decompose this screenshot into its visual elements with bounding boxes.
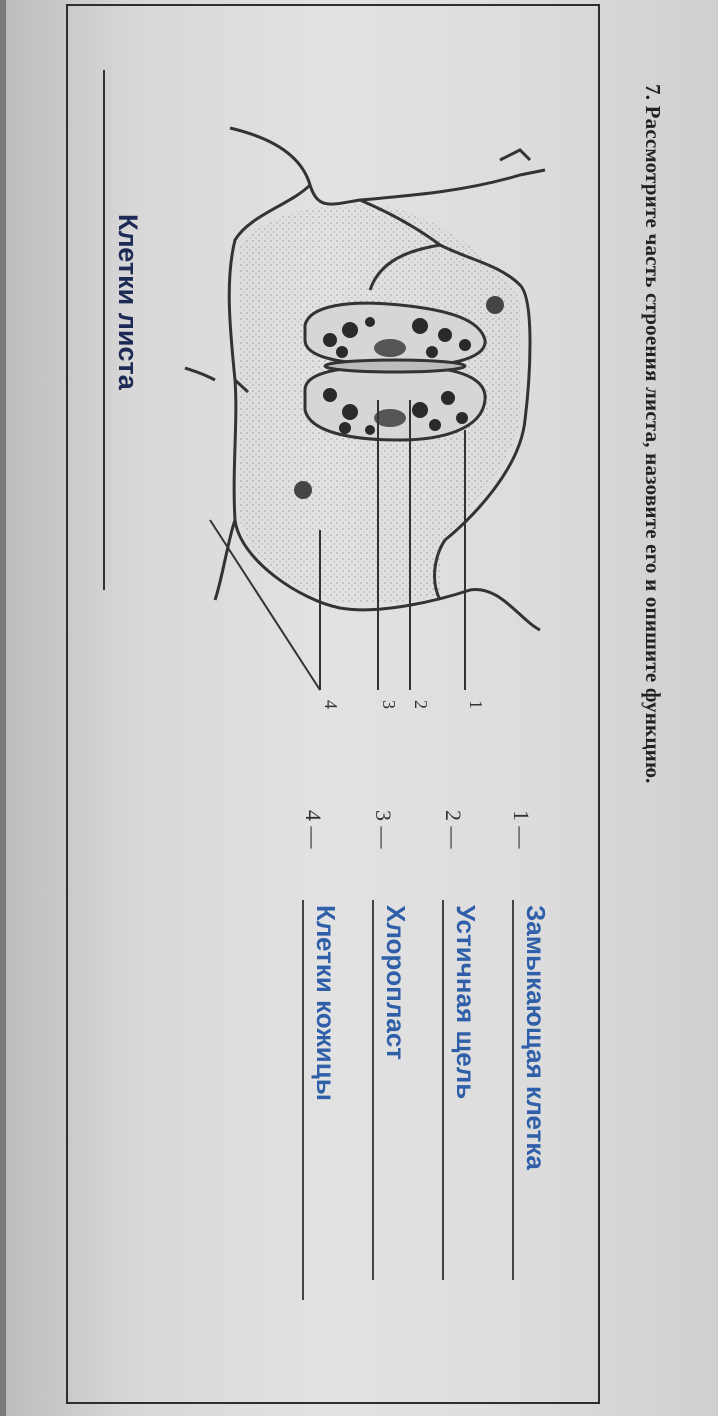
diagram-label-2: 2 xyxy=(411,700,431,709)
stomatal-pore xyxy=(323,358,467,374)
answer-line-1 xyxy=(512,900,514,1280)
diagram-label-3: 3 xyxy=(379,700,399,709)
answer-line-2 xyxy=(442,900,444,1280)
task-frame xyxy=(66,4,600,1404)
answer-line-4 xyxy=(302,900,304,1300)
answer-text-2: Устичная щель xyxy=(451,905,481,1100)
question-text: 7. Рассмотрите часть строения листа, наз… xyxy=(641,84,665,784)
stoma xyxy=(303,301,487,442)
leader-lines xyxy=(209,400,466,691)
caption-underline xyxy=(103,70,105,590)
answer-text-1: Замыкающая клетка xyxy=(521,905,551,1170)
answer-number-3: 3 — xyxy=(371,810,396,849)
nucleus-upper xyxy=(374,339,406,357)
handwritten-caption: Клетки листа xyxy=(113,214,143,390)
answer-line-3 xyxy=(372,900,374,1280)
chloroplasts xyxy=(294,296,504,499)
diagram-label-4: 4 xyxy=(321,700,341,709)
answer-number-4: 4 — xyxy=(301,810,326,849)
answer-number-2: 2 — xyxy=(441,810,466,849)
diagram-label-1: 1 xyxy=(466,700,486,709)
guard-cell-lower xyxy=(303,364,487,442)
nucleus-lower xyxy=(374,409,406,427)
answer-number-1: 1 — xyxy=(509,810,534,849)
answer-text-3: Хлоропласт xyxy=(381,905,411,1061)
answer-text-4: Клетки кожицы xyxy=(311,905,341,1101)
